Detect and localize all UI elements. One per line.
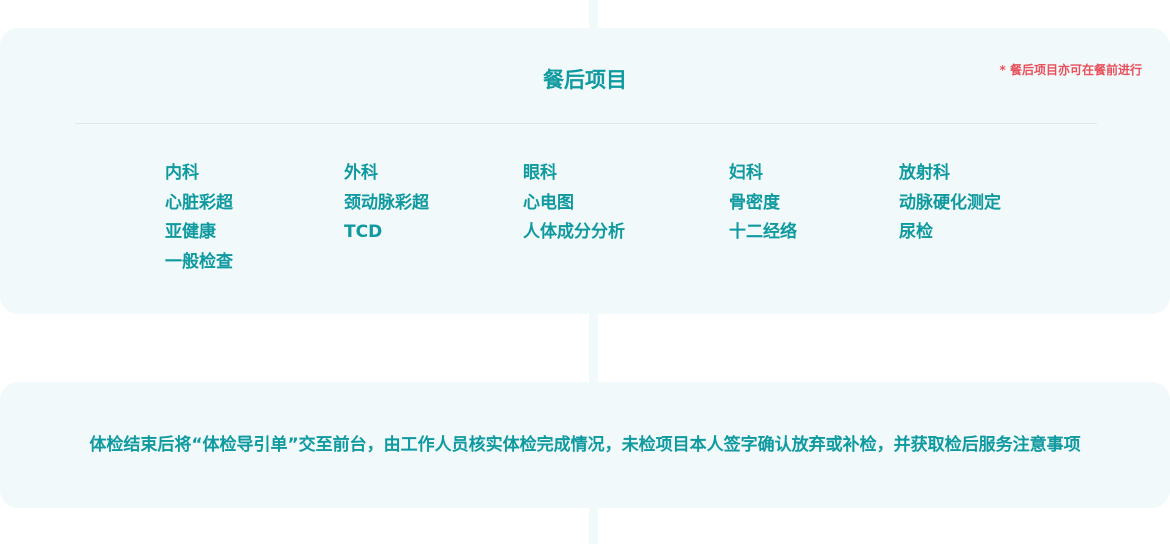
after-meal-title: 餐后项目 bbox=[543, 68, 627, 92]
connector-line-bottom bbox=[589, 506, 598, 544]
department-item: 眼科 bbox=[523, 163, 557, 183]
department-item: 心电图 bbox=[523, 192, 574, 213]
department-item: 动脉硬化测定 bbox=[899, 192, 1001, 213]
connector-line-top bbox=[589, 0, 598, 30]
department-item: 妇科 bbox=[729, 163, 763, 183]
connector-line-middle bbox=[589, 312, 598, 384]
department-item: 一般检查 bbox=[165, 251, 233, 272]
department-item: 外科 bbox=[344, 163, 378, 183]
department-column-1: 内科 心脏彩超 亚健康 一般检查 bbox=[165, 159, 233, 277]
department-item: TCD bbox=[344, 222, 383, 242]
department-item: 颈动脉彩超 bbox=[344, 192, 429, 213]
department-item: 放射科 bbox=[899, 163, 950, 183]
department-column-2: 外科 颈动脉彩超 TCD bbox=[344, 159, 429, 248]
completion-notice-text: 体检结束后将“体检导引单”交至前台，由工作人员核实体检完成情况，未检项目本人签字… bbox=[89, 435, 1081, 455]
department-item: 内科 bbox=[165, 163, 199, 183]
department-item: 心脏彩超 bbox=[165, 192, 233, 213]
department-column-3: 眼科 心电图 人体成分分析 bbox=[523, 159, 625, 248]
department-item: 十二经络 bbox=[729, 222, 797, 242]
after-meal-card: 餐后项目 * 餐后项目亦可在餐前进行 内科 心脏彩超 亚健康 一般检查 外科 颈… bbox=[0, 28, 1170, 314]
department-column-4: 妇科 骨密度 十二经络 bbox=[729, 159, 797, 248]
department-column-5: 放射科 动脉硬化测定 尿检 bbox=[899, 159, 1001, 248]
after-meal-note: * 餐后项目亦可在餐前进行 bbox=[999, 63, 1142, 77]
completion-notice-card: 体检结束后将“体检导引单”交至前台，由工作人员核实体检完成情况，未检项目本人签字… bbox=[0, 382, 1170, 508]
department-item: 骨密度 bbox=[729, 192, 780, 213]
department-item: 人体成分分析 bbox=[523, 222, 625, 242]
department-item: 尿检 bbox=[899, 222, 933, 242]
divider bbox=[75, 123, 1097, 124]
department-item: 亚健康 bbox=[165, 222, 216, 242]
